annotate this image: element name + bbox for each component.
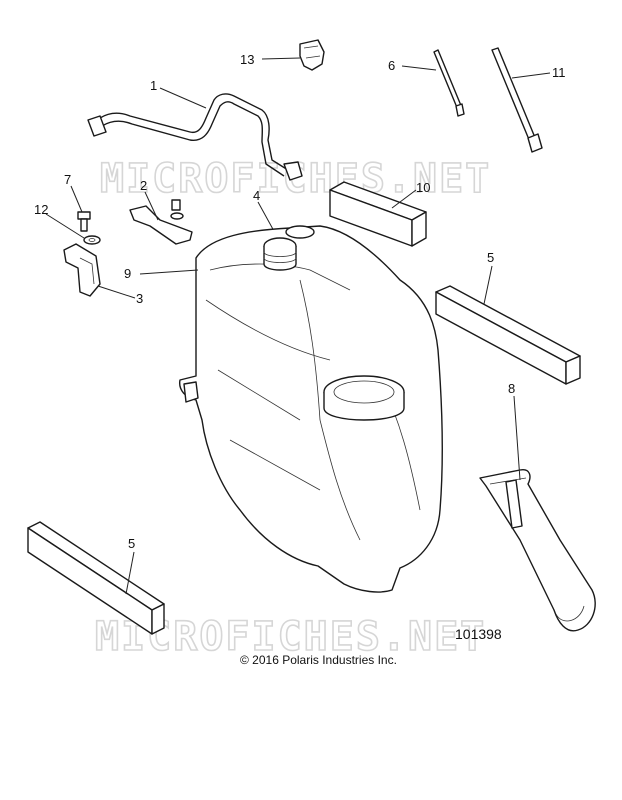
callout-2: 2 xyxy=(140,178,147,193)
leader-3 xyxy=(97,285,136,299)
callout-6: 6 xyxy=(388,58,395,73)
leader-5-left xyxy=(125,551,135,595)
callout-3: 3 xyxy=(136,291,143,306)
leader-8 xyxy=(513,395,521,481)
callout-12: 12 xyxy=(34,202,48,217)
part-3-bracket xyxy=(63,243,101,297)
callout-1: 1 xyxy=(150,78,157,93)
callout-8: 8 xyxy=(508,381,515,396)
part-1-fuel-line xyxy=(87,93,303,181)
part-7-bolt xyxy=(77,211,91,232)
part-9-fuel-tank xyxy=(179,225,443,593)
leader-11 xyxy=(511,72,551,79)
part-5-foam-block-left xyxy=(27,521,165,635)
leader-1 xyxy=(159,87,207,109)
leader-2 xyxy=(144,191,159,221)
callout-9: 9 xyxy=(124,266,131,281)
callout-13: 13 xyxy=(240,52,254,67)
callout-5-left: 5 xyxy=(128,536,135,551)
part-2-bracket xyxy=(129,199,193,245)
leader-9 xyxy=(139,269,199,275)
callout-7: 7 xyxy=(64,172,71,187)
part-13-clip xyxy=(299,39,325,71)
callout-5-right: 5 xyxy=(487,250,494,265)
part-5-foam-block-right xyxy=(435,285,581,385)
copyright-notice: © 2016 Polaris Industries Inc. xyxy=(240,653,397,667)
leader-10 xyxy=(391,189,417,209)
diagram-id: 101398 xyxy=(455,626,502,642)
callout-11: 11 xyxy=(552,65,566,80)
leader-7 xyxy=(70,185,83,213)
leader-6 xyxy=(401,65,437,71)
callout-10: 10 xyxy=(416,180,430,195)
part-11-rod xyxy=(491,47,543,153)
leader-13 xyxy=(261,57,301,60)
leader-5-right xyxy=(483,265,493,305)
leader-12 xyxy=(45,213,85,239)
callout-4: 4 xyxy=(253,188,260,203)
part-8-strap xyxy=(479,469,596,632)
part-6-rod xyxy=(433,49,465,117)
part-10-foam-block xyxy=(329,181,427,247)
part-12-washer xyxy=(83,235,101,245)
